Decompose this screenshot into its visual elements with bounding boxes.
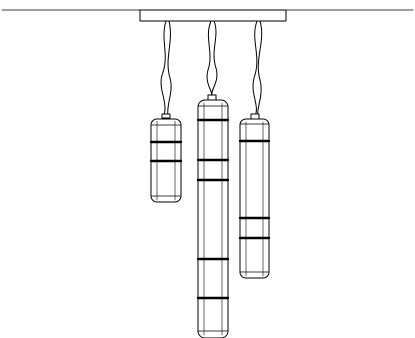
cable-left <box>160 20 167 117</box>
pendant-long <box>196 94 230 338</box>
cable-left-2 <box>167 20 172 117</box>
pendant-short-cap <box>161 113 171 119</box>
ceiling-canopy <box>139 9 287 22</box>
cable-right-2 <box>257 20 263 117</box>
pendant-long-cap <box>207 94 217 101</box>
pendant-medium-body <box>239 118 270 279</box>
pendant-medium-cap <box>250 113 260 120</box>
cable-right <box>252 20 258 117</box>
pendant-long-body <box>197 99 229 338</box>
cable-center <box>206 20 213 97</box>
pendant-short <box>149 113 183 203</box>
pendant-medium <box>238 113 271 279</box>
cable-center-2 <box>211 20 218 97</box>
